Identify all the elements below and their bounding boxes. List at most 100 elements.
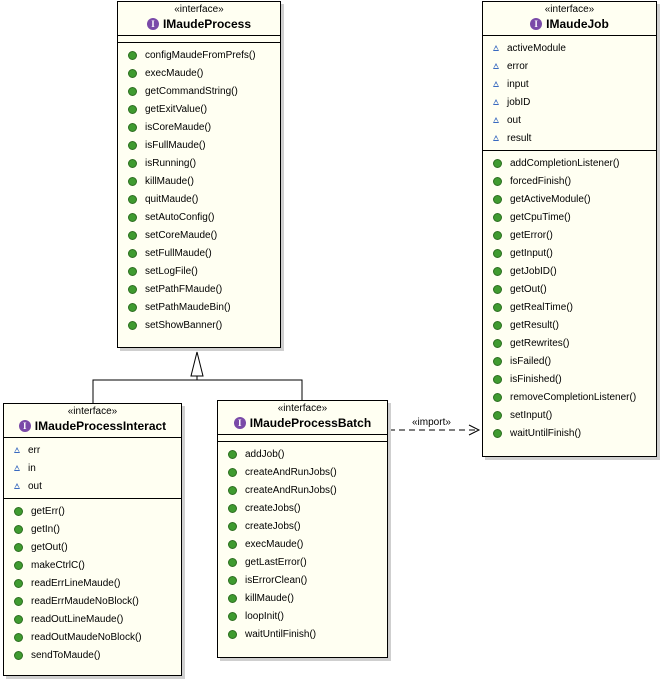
operation-compartment: configMaudeFromPrefs()execMaude()getComm…: [118, 43, 280, 337]
operation-name: execMaude(): [245, 538, 304, 550]
operation-row[interactable]: setAutoConfig(): [118, 208, 280, 226]
operation-row[interactable]: loopInit(): [218, 607, 387, 625]
operation-row[interactable]: getInput(): [483, 244, 656, 262]
operation-row[interactable]: configMaudeFromPrefs(): [118, 46, 280, 64]
operation-name: setFullMaude(): [145, 247, 212, 259]
attribute-row[interactable]: err: [4, 441, 181, 459]
operation-row[interactable]: forcedFinish(): [483, 172, 656, 190]
public-method-icon: [14, 650, 23, 660]
operation-name: setInput(): [510, 409, 553, 421]
operation-row[interactable]: isRunning(): [118, 154, 280, 172]
operation-row[interactable]: execMaude(): [118, 64, 280, 82]
operation-row[interactable]: getExitValue(): [118, 100, 280, 118]
operation-row[interactable]: execMaude(): [218, 535, 387, 553]
operation-row[interactable]: getResult(): [483, 316, 656, 334]
operation-name: setAutoConfig(): [145, 211, 215, 223]
operation-row[interactable]: getJobID(): [483, 262, 656, 280]
attribute-row[interactable]: jobID: [483, 93, 656, 111]
attribute-row[interactable]: activeModule: [483, 39, 656, 57]
operation-name: waitUntilFinish(): [510, 427, 582, 439]
operation-name: sendToMaude(): [31, 649, 101, 661]
import-dependency-label: «import»: [412, 417, 451, 428]
operation-row[interactable]: getLastError(): [218, 553, 387, 571]
operation-name: forcedFinish(): [510, 175, 572, 187]
operation-row[interactable]: createJobs(): [218, 499, 387, 517]
operation-row[interactable]: makeCtrlC(): [4, 556, 181, 574]
operation-row[interactable]: setLogFile(): [118, 262, 280, 280]
operation-row[interactable]: setFullMaude(): [118, 244, 280, 262]
attribute-name: error: [507, 60, 529, 72]
public-method-icon: [128, 248, 137, 258]
operation-row[interactable]: createAndRunJobs(): [218, 481, 387, 499]
operation-row[interactable]: setPathMaudeBin(): [118, 298, 280, 316]
operation-row[interactable]: readErrLineMaude(): [4, 574, 181, 592]
operation-name: getError(): [510, 229, 553, 241]
attribute-row[interactable]: input: [483, 75, 656, 93]
stereotype-label: «interface»: [544, 4, 595, 15]
operation-row[interactable]: waitUntilFinish(): [218, 625, 387, 643]
public-method-icon: [128, 122, 137, 132]
operation-row[interactable]: isErrorClean(): [218, 571, 387, 589]
operation-row[interactable]: getRewrites(): [483, 334, 656, 352]
interface-icon: I: [146, 18, 159, 30]
import-arrowhead: [468, 424, 481, 436]
operation-row[interactable]: readOutMaudeNoBlock(): [4, 628, 181, 646]
public-method-icon: [128, 302, 137, 312]
operation-row[interactable]: getIn(): [4, 520, 181, 538]
operation-row[interactable]: getRealTime(): [483, 298, 656, 316]
operation-row[interactable]: setPathFMaude(): [118, 280, 280, 298]
attribute-row[interactable]: result: [483, 129, 656, 147]
operation-row[interactable]: getErr(): [4, 502, 181, 520]
operation-name: waitUntilFinish(): [245, 628, 317, 640]
operation-row[interactable]: removeCompletionListener(): [483, 388, 656, 406]
operation-row[interactable]: getOut(): [4, 538, 181, 556]
attribute-row[interactable]: out: [483, 111, 656, 129]
operation-name: getOut(): [31, 541, 68, 553]
operation-row[interactable]: readErrMaudeNoBlock(): [4, 592, 181, 610]
operation-row[interactable]: addJob(): [218, 445, 387, 463]
operation-row[interactable]: getActiveModule(): [483, 190, 656, 208]
operation-row[interactable]: setShowBanner(): [118, 316, 280, 334]
public-method-icon: [14, 614, 23, 624]
class-name: IMaudeProcess: [162, 17, 252, 31]
attribute-row[interactable]: error: [483, 57, 656, 75]
attribute-row[interactable]: in: [4, 459, 181, 477]
operation-row[interactable]: getCpuTime(): [483, 208, 656, 226]
operation-row[interactable]: createAndRunJobs(): [218, 463, 387, 481]
operation-name: killMaude(): [245, 592, 294, 604]
operation-row[interactable]: sendToMaude(): [4, 646, 181, 664]
operation-row[interactable]: isFullMaude(): [118, 136, 280, 154]
operation-row[interactable]: readOutLineMaude(): [4, 610, 181, 628]
attribute-name: err: [28, 444, 41, 456]
operation-row[interactable]: getError(): [483, 226, 656, 244]
operation-row[interactable]: getCommandString(): [118, 82, 280, 100]
operation-name: readErrMaudeNoBlock(): [31, 595, 139, 607]
operation-row[interactable]: getOut(): [483, 280, 656, 298]
operation-row[interactable]: createJobs(): [218, 517, 387, 535]
operation-row[interactable]: addCompletionListener(): [483, 154, 656, 172]
operation-row[interactable]: killMaude(): [118, 172, 280, 190]
operation-row[interactable]: killMaude(): [218, 589, 387, 607]
operation-row[interactable]: quitMaude(): [118, 190, 280, 208]
attribute-name: out: [507, 114, 521, 126]
operation-compartment: addJob()createAndRunJobs()createAndRunJo…: [218, 442, 387, 646]
attribute-row[interactable]: out: [4, 477, 181, 495]
operation-row[interactable]: setInput(): [483, 406, 656, 424]
operation-row[interactable]: waitUntilFinish(): [483, 424, 656, 442]
operation-row[interactable]: isFailed(): [483, 352, 656, 370]
operation-row[interactable]: setCoreMaude(): [118, 226, 280, 244]
public-method-icon: [128, 176, 137, 186]
operation-row[interactable]: isFinished(): [483, 370, 656, 388]
class-name: IMaudeProcessBatch: [249, 416, 372, 430]
public-method-icon: [128, 320, 137, 330]
operation-name: readErrLineMaude(): [31, 577, 121, 589]
operation-row[interactable]: isCoreMaude(): [118, 118, 280, 136]
public-method-icon: [128, 194, 137, 204]
